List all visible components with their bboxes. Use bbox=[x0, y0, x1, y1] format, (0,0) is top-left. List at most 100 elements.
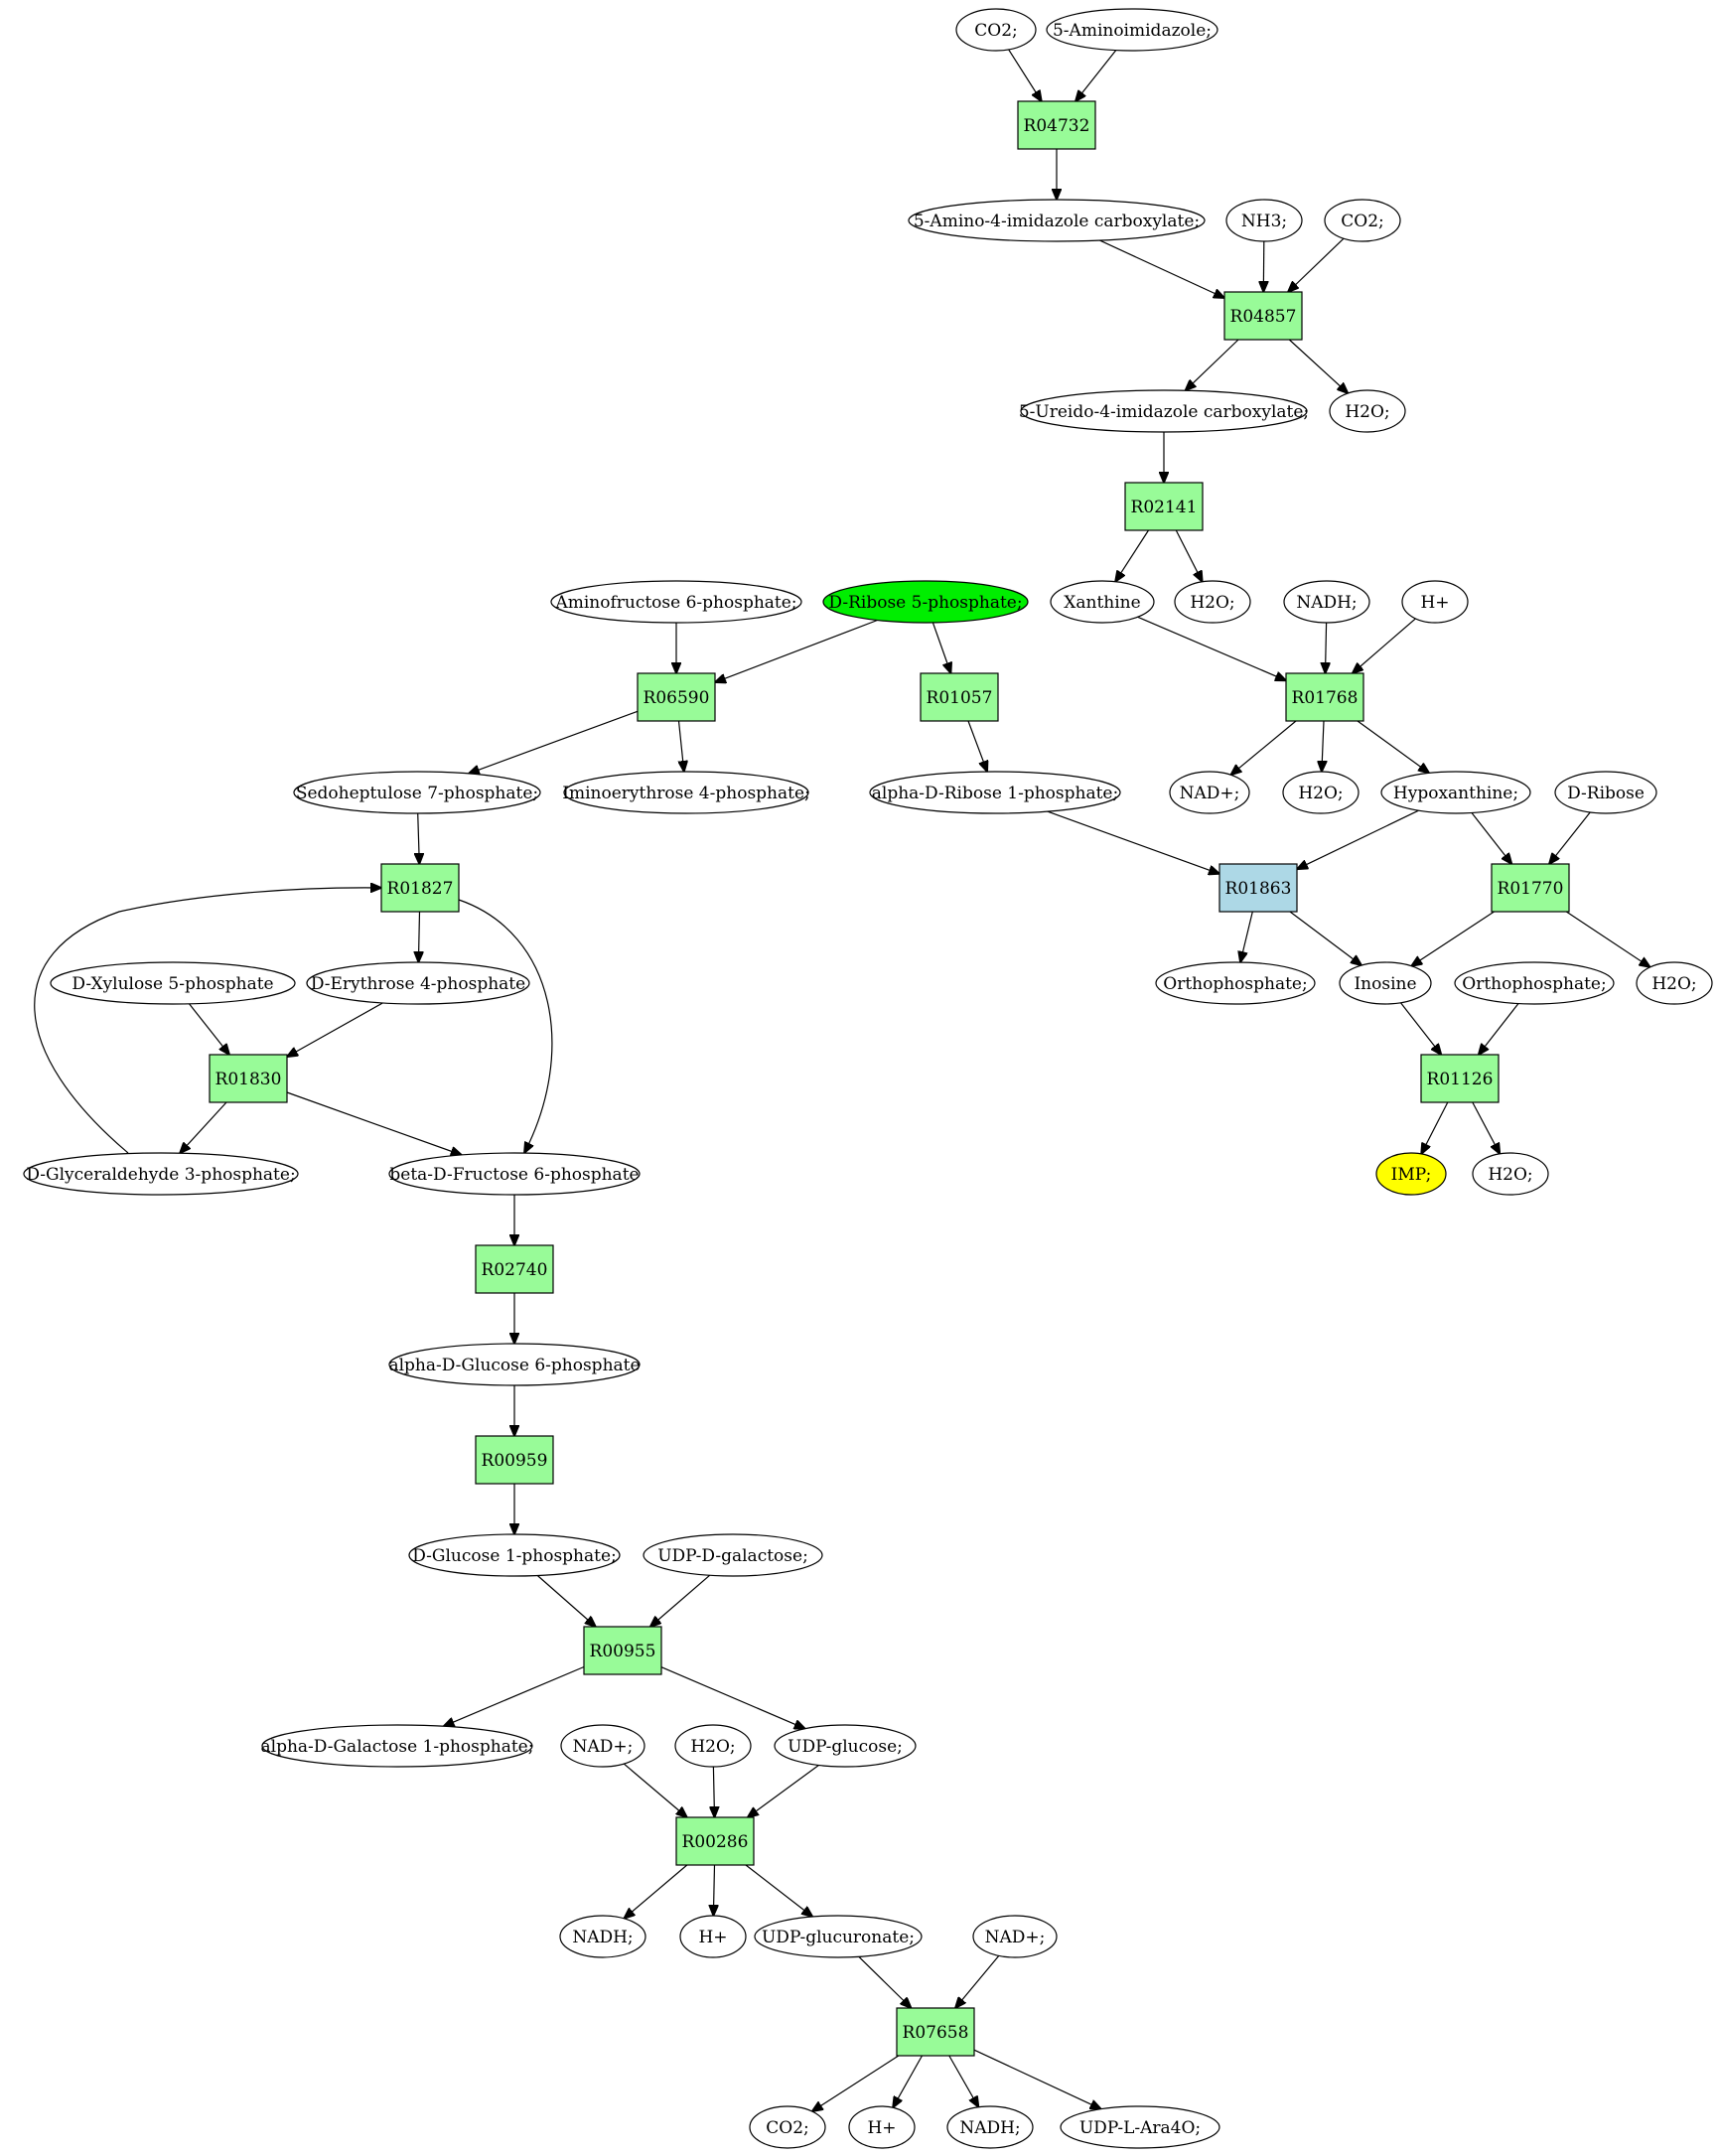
edge-sedo7p-to-R01827 bbox=[418, 812, 420, 864]
metabolite-ellipse bbox=[388, 1343, 641, 1386]
node-label: R00286 bbox=[682, 1832, 749, 1852]
node-label: H2O; bbox=[1488, 1165, 1532, 1185]
metabolite-node-aminoimidazole: 5-Aminoimidazole; bbox=[1046, 8, 1218, 52]
metabolite-ellipse bbox=[408, 1533, 621, 1577]
edge-xanthine-to-R01768 bbox=[1137, 616, 1286, 680]
metabolite-node-sedo7p: Sedoheptulose 7-phosphate; bbox=[293, 771, 541, 814]
reaction-box bbox=[920, 672, 999, 722]
node-label: 5-Amino-4-imidazole carboxylate; bbox=[914, 212, 1200, 231]
metabolite-ellipse bbox=[550, 580, 802, 624]
node-label: R01863 bbox=[1225, 879, 1292, 899]
edge-R01126-to-imp bbox=[1421, 1101, 1449, 1154]
metabolite-ellipse bbox=[23, 1152, 299, 1196]
metabolite-ellipse bbox=[848, 2105, 916, 2149]
reaction-box bbox=[1218, 863, 1298, 913]
metabolite-node-h2o_2: H2O; bbox=[1174, 580, 1251, 624]
edge-R01770-to-h2o_4 bbox=[1565, 911, 1649, 967]
edge-nadplus_3-to-R07658 bbox=[955, 1955, 1000, 2008]
metabolite-ellipse bbox=[559, 1915, 646, 1958]
metabolite-node-nadh_3: NADH; bbox=[946, 2105, 1034, 2149]
reaction-node-R01057: R01057 bbox=[920, 672, 999, 722]
metabolite-node-nadplus_2: NAD+; bbox=[560, 1724, 645, 1768]
edge-R02141-to-h2o_2 bbox=[1175, 529, 1202, 582]
edge-R01770-to-inosine bbox=[1411, 911, 1495, 966]
node-label: R04857 bbox=[1230, 307, 1297, 327]
node-label: D-Glyceraldehyde 3-phosphate; bbox=[26, 1165, 295, 1185]
edge-ribose1p-to-R01863 bbox=[1047, 810, 1219, 874]
edge-R04857-to-ureido bbox=[1186, 339, 1239, 390]
metabolite-node-ortho_2: Orthophosphate; bbox=[1454, 961, 1615, 1005]
node-label: alpha-D-Galactose 1-phosphate; bbox=[261, 1737, 534, 1757]
edge-inosine-to-R01126 bbox=[1400, 1002, 1442, 1055]
reaction-node-R00955: R00955 bbox=[583, 1626, 662, 1675]
node-label: R06590 bbox=[644, 688, 710, 708]
node-label: H2O; bbox=[1190, 593, 1234, 613]
edge-R00286-to-nadh_2 bbox=[624, 1864, 688, 1919]
edge-ribose5p-to-R06590 bbox=[715, 619, 878, 683]
metabolite-node-co2_2: CO2; bbox=[1324, 199, 1401, 242]
metabolite-ellipse bbox=[643, 1533, 823, 1577]
reaction-box bbox=[1491, 863, 1570, 913]
edge-R02141-to-xanthine bbox=[1115, 529, 1150, 582]
metabolite-ellipse bbox=[1282, 771, 1360, 814]
metabolite-node-hplus_2: H+ bbox=[679, 1915, 747, 1958]
node-label: Orthophosphate; bbox=[1462, 974, 1606, 994]
node-label: Aminofructose 6-phosphate; bbox=[554, 593, 796, 613]
metabolite-node-aminofructose: Aminofructose 6-phosphate; bbox=[550, 580, 802, 624]
metabolite-ellipse bbox=[563, 771, 809, 814]
metabolite-node-h2o_6: H2O; bbox=[674, 1724, 752, 1768]
reaction-box bbox=[1285, 672, 1364, 722]
metabolite-node-hypoxanthine: Hypoxanthine; bbox=[1380, 771, 1531, 814]
edge-R06590-to-iminoery bbox=[679, 720, 684, 772]
edge-R01830-to-g3p bbox=[180, 1101, 227, 1153]
metabolite-node-xylulose5p: D-Xylulose 5-phosphate bbox=[50, 961, 296, 1005]
metabolite-ellipse bbox=[1401, 580, 1469, 624]
node-label: 5-Aminoimidazole; bbox=[1053, 21, 1212, 41]
node-label: H2O; bbox=[1651, 974, 1696, 994]
edge-g3p-to-R01827 bbox=[34, 888, 381, 1154]
metabolite-ellipse bbox=[1339, 961, 1432, 1005]
node-label: H2O; bbox=[1298, 784, 1343, 803]
edge-R01830-to-f6p bbox=[286, 1091, 462, 1155]
edges-layer bbox=[34, 49, 1650, 2111]
metabolite-node-ortho_1: Orthophosphate; bbox=[1155, 961, 1316, 1005]
reaction-box bbox=[1223, 291, 1303, 341]
reaction-node-R01863: R01863 bbox=[1218, 863, 1298, 913]
reaction-box bbox=[675, 1816, 755, 1866]
reaction-node-R01830: R01830 bbox=[209, 1054, 288, 1103]
edge-dribose-to-R01770 bbox=[1549, 811, 1591, 864]
metabolite-node-co2_3: CO2; bbox=[749, 2105, 826, 2149]
reaction-box bbox=[583, 1626, 662, 1675]
edge-udpglc-to-R00286 bbox=[748, 1765, 819, 1818]
node-label: D-Xylulose 5-phosphate bbox=[72, 974, 273, 994]
reaction-box bbox=[1017, 100, 1096, 150]
edge-g1p-to-R00955 bbox=[536, 1575, 596, 1628]
metabolite-ellipse bbox=[955, 8, 1037, 52]
edge-R07658-to-udpara bbox=[973, 2049, 1101, 2109]
metabolite-ellipse bbox=[50, 961, 296, 1005]
metabolite-node-ribose5p: D-Ribose 5-phosphate; bbox=[822, 580, 1029, 624]
node-label: CO2; bbox=[766, 2118, 809, 2138]
metabolite-ellipse bbox=[1380, 771, 1531, 814]
metabolite-ellipse bbox=[908, 199, 1206, 242]
edge-R01768-to-h2o_3 bbox=[1322, 720, 1324, 772]
edge-co2_top-to-R04732 bbox=[1008, 49, 1042, 101]
node-label: NADH; bbox=[1296, 593, 1357, 613]
reaction-node-R04732: R04732 bbox=[1017, 100, 1096, 150]
metabolite-node-g1p: D-Glucose 1-phosphate; bbox=[408, 1533, 621, 1577]
edge-R01126-to-h2o_5 bbox=[1472, 1101, 1501, 1154]
node-label: R07658 bbox=[903, 2023, 969, 2043]
node-label: H2O; bbox=[690, 1737, 735, 1757]
metabolite-node-nadplus_3: NAD+; bbox=[972, 1915, 1058, 1958]
metabolite-ellipse bbox=[1155, 961, 1316, 1005]
metabolite-ellipse bbox=[1050, 580, 1155, 624]
node-label: CO2; bbox=[974, 21, 1018, 41]
metabolite-node-nh3: NH3; bbox=[1225, 199, 1303, 242]
node-label: R01768 bbox=[1292, 688, 1359, 708]
reaction-node-R01827: R01827 bbox=[380, 863, 460, 913]
edge-erythrose4p-to-R01830 bbox=[287, 1002, 383, 1057]
metabolite-ellipse bbox=[679, 1915, 747, 1958]
edge-udpgal-to-R00955 bbox=[650, 1574, 710, 1627]
metabolite-ellipse bbox=[560, 1724, 645, 1768]
